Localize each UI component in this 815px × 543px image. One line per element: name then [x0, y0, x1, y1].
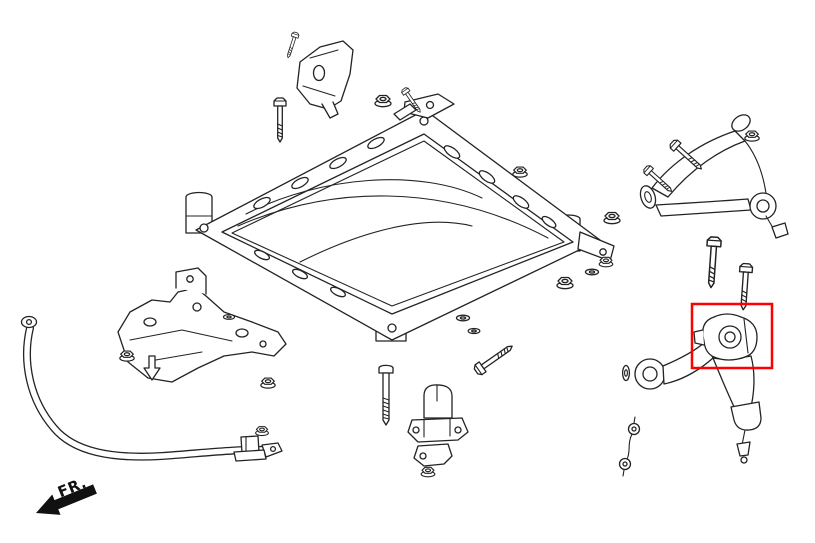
- washer-1: [584, 268, 600, 276]
- stabilizer-bushing-brackets: [407, 384, 469, 467]
- flange-nut-2: [512, 166, 528, 178]
- washer-3: [467, 327, 481, 335]
- flange-nut-6: [119, 350, 135, 362]
- front-support-bracket: [117, 267, 287, 383]
- upper-arm-nut: [744, 130, 760, 142]
- flange-nut-8: [255, 426, 269, 437]
- flange-nut-3: [603, 211, 621, 225]
- diagonal-bolt: [471, 340, 517, 378]
- washer-2: [455, 314, 471, 322]
- subframe-crossmember: [185, 93, 615, 342]
- long-bolt: [378, 364, 394, 426]
- flange-nut-4: [556, 276, 574, 290]
- insert-direction-arrow: [143, 355, 161, 381]
- highlight-box: [690, 302, 774, 370]
- bracket-small-bolt: [284, 31, 300, 60]
- flange-nut-7: [260, 377, 276, 389]
- flange-nut-5: [598, 256, 614, 268]
- flange-nut-1: [374, 94, 392, 108]
- upper-control-arm: [639, 114, 789, 239]
- stabilizer-bar: [20, 315, 283, 462]
- lower-arm-bolt-1: [703, 235, 723, 289]
- fr-direction-indicator: FR.: [36, 474, 97, 515]
- washer-4: [222, 314, 236, 320]
- lower-arm-rear-bushing: [693, 313, 758, 361]
- front-lower-control-arm: [621, 313, 762, 464]
- stabilizer-end-link: [618, 416, 641, 477]
- top-mount-bracket: [296, 40, 354, 119]
- front-frame-bolt: [273, 97, 287, 143]
- flange-nut-9: [420, 466, 436, 478]
- fr-arrow-icon: [36, 484, 97, 515]
